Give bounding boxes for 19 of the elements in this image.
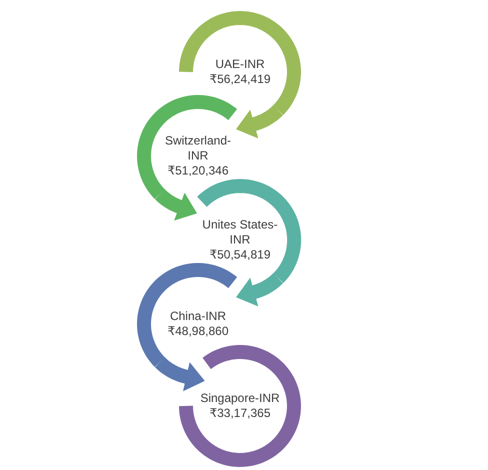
- ring-shape: [179, 11, 301, 116]
- arrow: [154, 357, 205, 392]
- currency-pair-label: Unites States-INR: [201, 218, 279, 248]
- amount-label: ₹33,17,365: [209, 406, 271, 421]
- amount-label: ₹50,54,819: [209, 248, 270, 262]
- ring-shape: [137, 263, 238, 368]
- arrow: [236, 105, 284, 138]
- ring-shape: [137, 95, 238, 200]
- currency-pair-label: Singapore-INR: [200, 390, 280, 406]
- ring-shape: [196, 179, 301, 284]
- currency-pair-label: UAE-INR: [215, 57, 265, 72]
- ring-shape: [179, 345, 301, 467]
- amount-label: ₹48,98,860: [167, 324, 228, 339]
- arrow: [236, 273, 284, 306]
- arrow: [154, 189, 198, 221]
- amount-label: ₹56,24,419: [209, 72, 271, 87]
- currency-pair-label: China-INR: [170, 308, 226, 324]
- amount-label: ₹51,20,346: [167, 163, 228, 178]
- currency-pair-label: Switzerland-INR: [164, 133, 232, 164]
